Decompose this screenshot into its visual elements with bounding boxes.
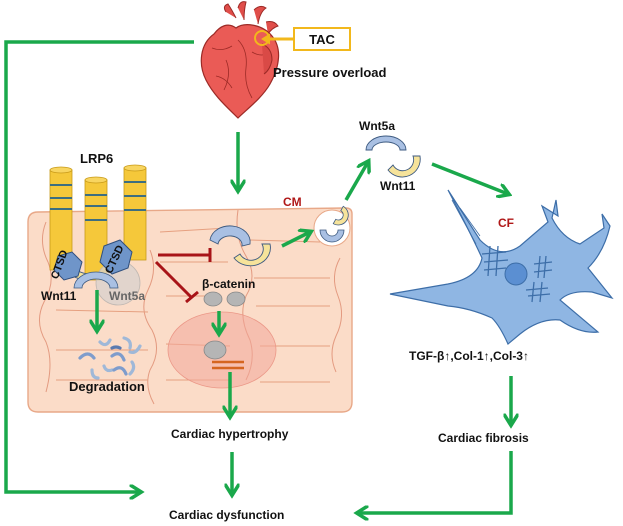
vesicle-to-secreted-arrow [344, 162, 368, 201]
beta-catenin-label: β-catenin [202, 277, 256, 291]
lrp6-label: LRP6 [80, 151, 114, 166]
pressure-to-dysfunction-arrow [4, 40, 194, 492]
wnt5a-secreted-shape [365, 135, 407, 151]
secretory-vesicle [313, 205, 351, 247]
wnt11-secreted-shape [387, 155, 421, 178]
cardiac-hypertrophy-label: Cardiac hypertrophy [171, 427, 289, 441]
wnt5a-cytoplasm-shape [209, 225, 251, 247]
beta-catenin-2 [226, 291, 246, 307]
cm-label: CM [283, 195, 302, 209]
degraded-wnt-fragments [78, 336, 142, 380]
inhibition-line-beta-catenin [154, 260, 199, 304]
wnt5a-bound-label: Wnt5a [109, 289, 145, 303]
wnt5a-bound-shape [73, 271, 119, 289]
wnt5a-secreted-label: Wnt5a [359, 119, 395, 133]
to-cf-arrow [431, 162, 508, 194]
ctsd-enzyme-1 [53, 251, 83, 281]
cf-label: CF [498, 216, 514, 230]
beta-catenin-nuclear [203, 340, 227, 360]
lrp6-receptor-3 [123, 164, 147, 261]
tac-box: TAC [293, 27, 351, 51]
wnt11-bound-label: Wnt11 [41, 289, 77, 303]
beta-catenin-1 [203, 291, 223, 307]
lrp6-receptor-1 [49, 166, 73, 271]
dna-icon [212, 360, 244, 370]
cardiac-dysfunction-label: Cardiac dysfunction [169, 508, 285, 522]
inhibition-line-wnt-complex [158, 248, 212, 262]
complex-to-vesicle-arrow [281, 232, 310, 248]
fibrosis-markers-label: TGF-β↑,Col-1↑,Col-3↑ [409, 349, 529, 363]
cardiac-fibroblast-cell [389, 189, 614, 345]
heart-icon [200, 1, 280, 119]
ctsd-enzyme-2 [99, 239, 133, 275]
wnt11-secreted-label: Wnt11 [380, 179, 416, 193]
degradation-label: Degradation [69, 379, 145, 394]
tac-label: TAC [309, 31, 335, 47]
fibrosis-to-dysfunction-arrow [358, 451, 513, 513]
pressure-overload-label: Pressure overload [273, 65, 387, 80]
cardiac-fibrosis-label: Cardiac fibrosis [438, 431, 529, 445]
cf-nucleus [504, 262, 528, 286]
wnt11-cytoplasm-shape [233, 243, 271, 267]
